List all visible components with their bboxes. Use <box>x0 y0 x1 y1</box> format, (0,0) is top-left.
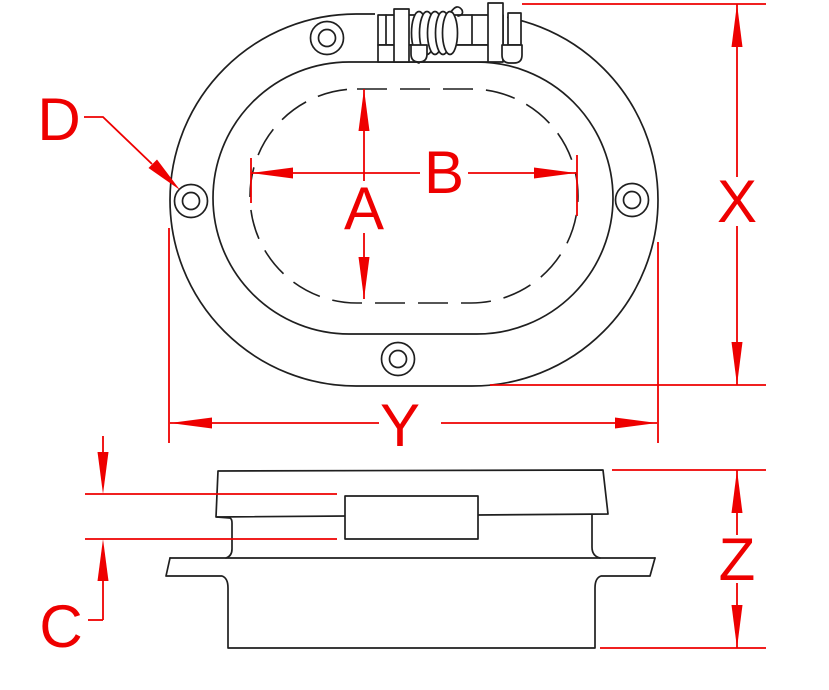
spring-tail-top <box>450 6 464 17</box>
arrowhead-down <box>731 605 743 648</box>
arrowhead-up <box>97 539 109 581</box>
screw-hole-outer <box>309 20 345 56</box>
dim-B <box>250 155 578 216</box>
dim-A <box>358 89 370 299</box>
dim-Z <box>600 469 766 649</box>
arrowhead-leader <box>148 159 180 190</box>
screw-hole-inner <box>622 190 642 210</box>
hinge-foot-tab <box>410 44 428 63</box>
hinge-bracket-left <box>393 8 410 63</box>
lid-top-profile <box>215 469 609 518</box>
screw-hole-inner <box>317 28 337 48</box>
dim-label-b: B <box>424 139 464 206</box>
leader-line <box>84 116 153 165</box>
arrowhead-up <box>731 470 743 513</box>
screw-hole-inner <box>181 191 201 211</box>
screw-hole-outer <box>380 341 416 377</box>
arrowhead-right <box>534 167 576 179</box>
hinge-spring <box>410 6 464 64</box>
outer-flange-outline <box>169 13 659 387</box>
dim-label-c: C <box>39 593 82 660</box>
top-view <box>84 2 766 443</box>
arrowhead-down <box>97 452 109 494</box>
screw-hole-outer <box>173 183 209 219</box>
dim-Y <box>168 228 659 443</box>
arrowhead-right <box>615 417 657 429</box>
dim-label-d: D <box>37 86 80 153</box>
screw-hole-top-left <box>309 20 345 56</box>
arrowhead-down <box>731 342 743 385</box>
side-view <box>85 436 766 649</box>
lid-skirt-right-edge <box>591 514 601 559</box>
lid-skirt-left-edge <box>216 516 233 559</box>
arrowhead-up <box>731 4 743 47</box>
dim-D <box>84 116 180 190</box>
opening-hidden-line <box>249 88 579 304</box>
arrowhead-down <box>358 257 370 299</box>
hinge-keeper-tab <box>501 44 523 64</box>
latch-housing-profile <box>344 495 479 540</box>
screw-hole-outer <box>614 182 650 218</box>
flange-and-spigot-profile <box>165 557 656 649</box>
dim-C <box>85 436 337 621</box>
arrowhead-left <box>170 417 212 429</box>
dim-label-y: Y <box>380 392 420 459</box>
dim-label-x: X <box>717 168 757 235</box>
arrowhead-up <box>358 89 370 131</box>
screw-hole-right <box>614 182 650 218</box>
dim-label-a: A <box>344 175 384 242</box>
arrowhead-left <box>251 167 293 179</box>
screw-hole-bottom <box>380 341 416 377</box>
dim-X <box>490 3 766 386</box>
hinge-assembly <box>375 2 523 64</box>
hinge-bracket-right <box>487 2 504 63</box>
inner-ring-outline <box>212 61 614 335</box>
spring-coil <box>441 10 459 56</box>
screw-hole-inner <box>388 349 408 369</box>
screw-hole-left <box>173 183 209 219</box>
dim-label-z: Z <box>719 526 756 593</box>
hinge-keeper-pin <box>507 12 522 46</box>
